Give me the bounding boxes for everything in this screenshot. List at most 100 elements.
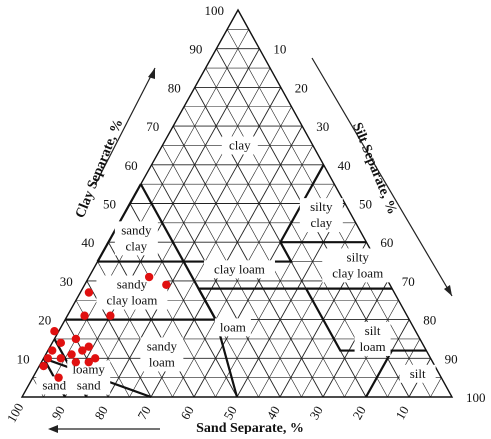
class-label-sand: sand [42, 377, 66, 392]
sand-tick-label: 80 [91, 403, 110, 422]
silt-axis-arrow [311, 57, 453, 297]
class-label-bg [354, 321, 391, 356]
data-point [67, 350, 76, 359]
silt-tick-label: 40 [338, 158, 351, 173]
clay-tick-label: 50 [103, 197, 116, 212]
clay-tick-label: 60 [125, 158, 138, 173]
silt-tick-label: 50 [359, 197, 372, 212]
class-label-loamy-sand: sand [77, 378, 101, 393]
class-label-sandy-loam: loam [149, 354, 175, 369]
silt-axis-title: Silt Separate, % [349, 121, 399, 217]
class-label-bg [114, 221, 158, 256]
sand-tick-label: 70 [134, 403, 153, 422]
class-label-sandy-clay: clay [126, 238, 148, 253]
data-point [162, 280, 171, 289]
class-label-sandy-clay: sandy [121, 222, 152, 237]
class-label-silty-clay: silty [310, 199, 333, 214]
clay-axis-title: Clay Separate, % [73, 117, 126, 220]
grid-line-silt [301, 261, 378, 398]
class-label-bg [96, 275, 168, 310]
sand-tick-label: 90 [48, 403, 67, 422]
data-point [84, 357, 93, 367]
class-label-clay: clay [229, 137, 251, 152]
silt-tick-label: 60 [380, 235, 393, 250]
class-label-silty-clay-loam: clay loam [332, 265, 383, 280]
sand-tick-label: 30 [306, 403, 325, 422]
class-label-clay-loam: clay loam [214, 261, 265, 276]
class-label-bg [221, 136, 258, 155]
class-label-silt-loam: loam [360, 339, 386, 354]
data-point [54, 373, 63, 382]
clay-tick-label: 40 [81, 235, 94, 250]
class-label-loam: loam [220, 319, 246, 334]
clay-tick-label: 20 [38, 313, 51, 328]
data-point [43, 354, 53, 363]
clay-tick-label: 90 [189, 42, 202, 57]
data-point [80, 311, 89, 320]
class-label-silty-clay: clay [310, 215, 332, 230]
silt-tick-label: 80 [423, 313, 436, 328]
data-point [91, 354, 100, 363]
data-points [39, 272, 171, 382]
data-point [39, 361, 48, 371]
class-boundary [305, 288, 427, 352]
clay-tick-label: 80 [168, 80, 181, 95]
clay-axis-arrow [94, 67, 156, 186]
class-label-sandy-clay-loam: clay loam [106, 293, 157, 308]
clay-tick-label: 100 [205, 3, 225, 18]
sand-tick-label: 40 [263, 403, 282, 422]
silt-tick-label: 30 [316, 119, 329, 134]
data-point [78, 346, 87, 355]
sand-axis-arrow [48, 425, 160, 433]
class-boundary [139, 183, 185, 263]
clay-tick-label: 70 [146, 119, 159, 134]
class-label-bg [214, 318, 251, 337]
class-label-silt-loam: silt [365, 323, 381, 338]
data-point [71, 357, 81, 367]
data-point [48, 346, 57, 355]
class-boundary [365, 350, 393, 398]
data-point [84, 342, 93, 351]
sand-tick-label: 100 [4, 401, 27, 425]
data-point [50, 327, 59, 336]
class-label-silty-clay-loam: silty [347, 249, 370, 264]
sand-tick-label: 60 [177, 403, 196, 422]
grid-line-silt [430, 377, 442, 398]
class-boundary [182, 261, 200, 290]
class-label-sandy-clay-loam: sandy [117, 277, 148, 292]
class-label-bg [36, 376, 73, 395]
silt-tick-label: 10 [273, 42, 286, 57]
sand-tick-label: 50 [220, 403, 239, 422]
grid-line-sand [183, 106, 345, 398]
class-label-sandy-loam: sandy [147, 338, 178, 353]
sand-tick-label: 20 [349, 403, 368, 422]
class-boundary [197, 288, 239, 398]
data-point [144, 272, 154, 282]
data-point [84, 288, 94, 297]
silt-tick-label: 100 [466, 390, 486, 405]
silt-tick-label: 20 [295, 80, 308, 95]
axis-tick-labels: 10 20 30 40 50 60 70 80 90 100 10 20 30 40 50 60 70 80 90 1… [4, 3, 486, 425]
grid-line-silt [86, 67, 271, 398]
class-label-bg [322, 248, 394, 283]
silt-tick-label: 70 [402, 274, 415, 289]
sand-axis-title: Sand Separate, % [196, 421, 304, 434]
class-label-silt: silt [410, 366, 426, 381]
sand-tick-label: 10 [392, 403, 411, 422]
clay-tick-label: 30 [60, 274, 73, 289]
class-label-loamy-sand: loamy [72, 362, 105, 377]
clay-tick-label: 10 [17, 351, 30, 366]
data-point [71, 334, 81, 344]
class-label-bg [399, 364, 436, 383]
grid-line-silt [236, 203, 346, 398]
data-point [106, 311, 115, 320]
class-label-bg [203, 260, 275, 279]
class-label-bg [140, 337, 184, 372]
data-point [56, 354, 65, 363]
data-point [56, 338, 66, 348]
silt-tick-label: 90 [445, 351, 458, 366]
class-label-bg [299, 198, 343, 233]
